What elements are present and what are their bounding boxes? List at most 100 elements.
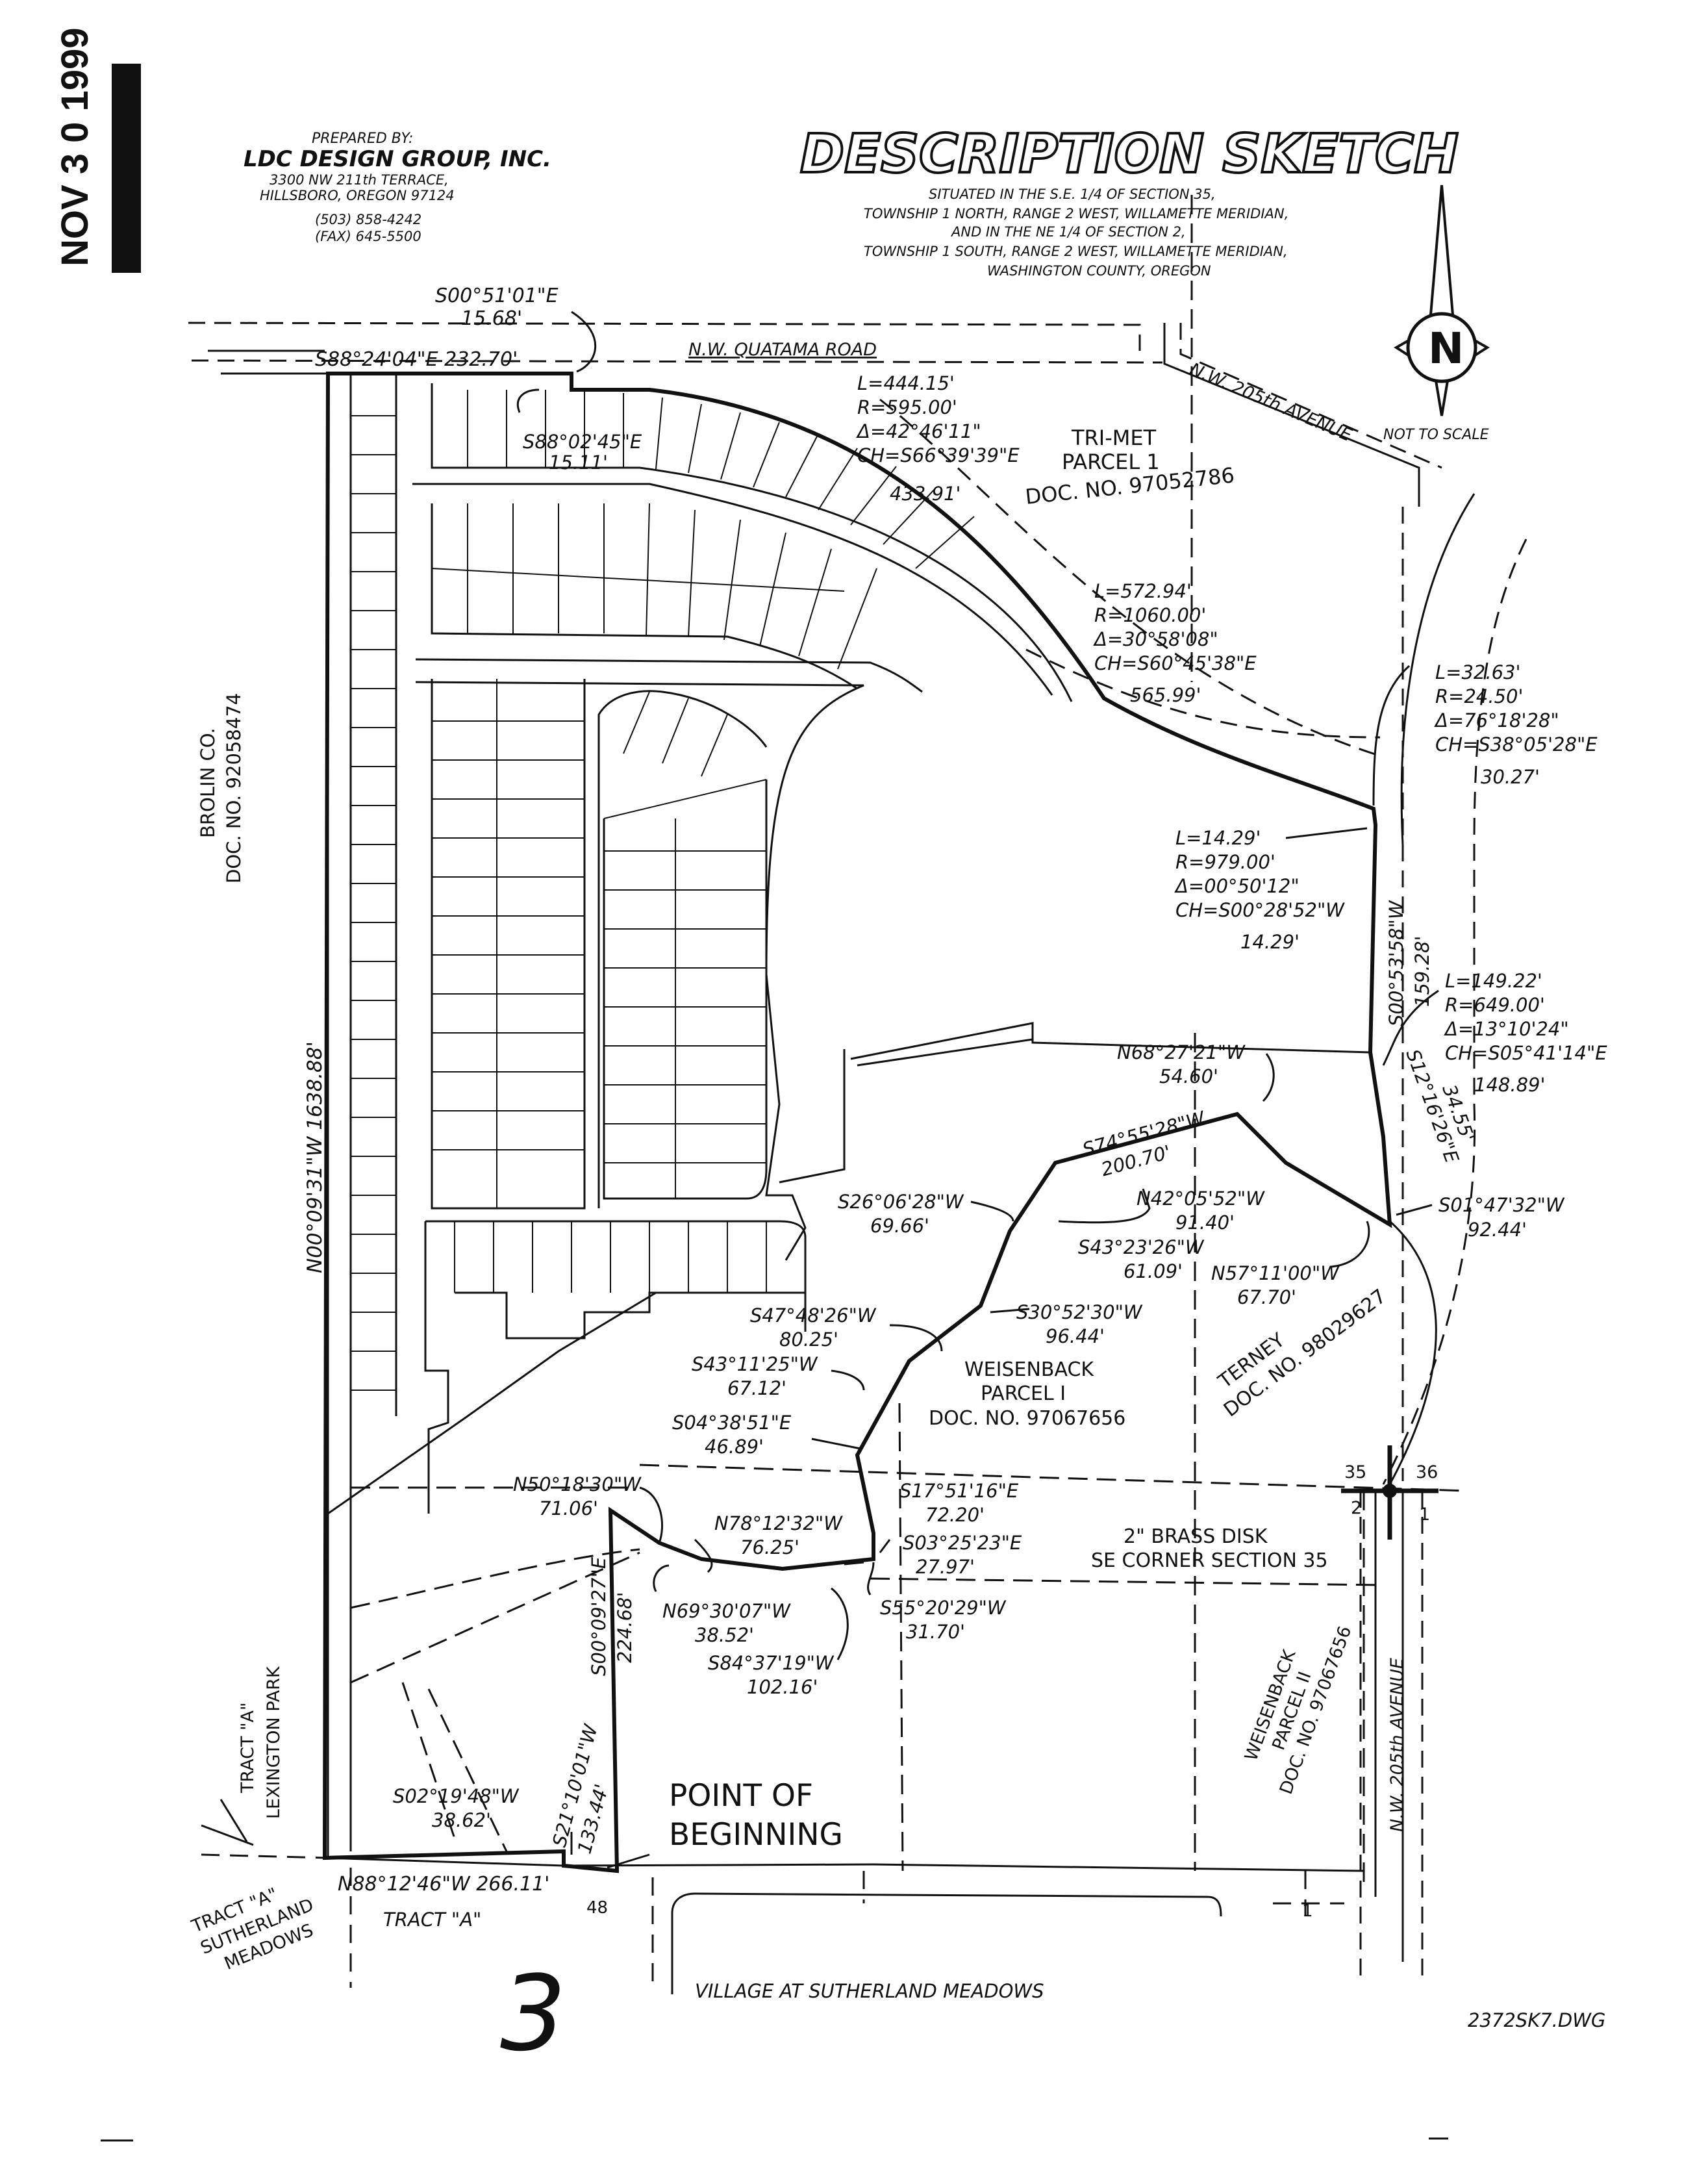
preparer-label: PREPARED BY: xyxy=(312,131,413,147)
section-line-ns xyxy=(870,1491,1381,1890)
svg-text:S17°51'16"E: S17°51'16"E xyxy=(899,1480,1019,1502)
north-arrow: N xyxy=(1394,184,1490,416)
section-line-interior xyxy=(898,195,1196,1872)
svg-text:102.16': 102.16' xyxy=(747,1676,818,1698)
terney-label: TERNEY DOC. NO. 98029627 xyxy=(1214,1285,1390,1422)
tract-a-lex-park: LEXINGTON PARK xyxy=(264,1666,284,1819)
svg-text:159.28': 159.28' xyxy=(1411,936,1433,1007)
svg-text:L=572.94': L=572.94' xyxy=(1094,580,1192,602)
svg-text:72.20': 72.20' xyxy=(925,1504,985,1526)
situated-line-5: WASHINGTON COUNTY, OREGON xyxy=(987,263,1211,279)
svg-text:30.27': 30.27' xyxy=(1481,766,1540,788)
svg-text:61.09': 61.09' xyxy=(1124,1260,1183,1282)
call-s043851: S04°38'51"E 46.89' xyxy=(672,1412,792,1458)
subject-property-boundary xyxy=(322,372,1392,1873)
sketch-title: DESCRIPTION SKETCH xyxy=(800,123,1459,185)
svg-text:Δ=00°50'12": Δ=00°50'12" xyxy=(1174,875,1300,897)
curve-2-data: L=572.94' R=1060.00' Δ=30°58'08" CH=S60°… xyxy=(1093,580,1257,706)
leader-arrows xyxy=(516,311,1439,1869)
call-s305230: S30°52'30"W 96.44' xyxy=(1016,1301,1143,1347)
call-n420552: N42°05'52"W 91.40' xyxy=(1137,1187,1265,1234)
svg-text:224.68': 224.68' xyxy=(614,1592,636,1663)
brolin-strip xyxy=(327,374,352,1858)
svg-text:S47°48'26"W: S47°48'26"W xyxy=(750,1304,877,1327)
svg-text:R=979.00': R=979.00' xyxy=(1175,851,1275,873)
svg-text:92.44': 92.44' xyxy=(1468,1219,1527,1241)
svg-text:80.25': 80.25' xyxy=(779,1328,838,1351)
stamp-date-text: NOV 3 0 1999 xyxy=(54,27,96,266)
trimet-parcel-label: TRI-MET PARCEL 1 DOC. NO. 97052786 xyxy=(1024,425,1236,509)
brass-disk-label: 2" BRASS DISK xyxy=(1124,1525,1268,1548)
village-outline xyxy=(671,1892,1222,1994)
subdivision-ring-1 xyxy=(431,383,1073,702)
call-s021948: S02°19'48"W 38.62' xyxy=(393,1785,520,1831)
subdivision-south xyxy=(424,1221,449,1514)
tract-a-west-line xyxy=(201,1853,329,1859)
svg-text:R=1060.00': R=1060.00' xyxy=(1094,604,1206,626)
svg-text:Δ=76°18'28": Δ=76°18'28" xyxy=(1434,709,1559,731)
call-s000927: S00°09'27"E 224.68' xyxy=(588,1556,636,1676)
svg-text:15.11': 15.11' xyxy=(549,451,608,474)
weisenback-south-dashed xyxy=(350,1548,640,1684)
svg-text:N78°12'32"W: N78°12'32"W xyxy=(714,1512,843,1534)
svg-text:R=24.50': R=24.50' xyxy=(1435,685,1523,707)
subdivision-block-d xyxy=(425,1220,807,1332)
section-corner-mark xyxy=(1341,1445,1438,1540)
svg-text:S00°53'58"W: S00°53'58"W xyxy=(1385,900,1407,1026)
svg-text:96.44': 96.44' xyxy=(1046,1325,1105,1347)
svg-text:38.52': 38.52' xyxy=(695,1624,754,1646)
tract-a-lex-name: TRACT "A" xyxy=(238,1703,258,1794)
west-dashed-diagonals xyxy=(351,1486,636,1852)
north-arrow-circle xyxy=(1406,312,1477,383)
situated-line-1: SITUATED IN THE S.E. 1/4 OF SECTION 35, xyxy=(929,186,1216,202)
call-s431125: S43°11'25"W 67.12' xyxy=(692,1353,818,1399)
call-s474826: S47°48'26"W 80.25' xyxy=(750,1304,877,1351)
preparer-address1: 3300 NW 211th TERRACE, xyxy=(270,172,449,188)
preparer-phone: (503) 858-4242 xyxy=(315,212,421,227)
svg-text:46.89': 46.89' xyxy=(705,1436,764,1458)
call-s032523: S03°25'23"E 27.97' xyxy=(903,1532,1022,1578)
call-n571100: N57°11'00"W 67.70' xyxy=(1211,1262,1340,1308)
call-n501830: N50°18'30"W 71.06' xyxy=(513,1473,642,1519)
subdivision-ring-2 xyxy=(412,483,1053,696)
tract-a-arrow xyxy=(201,1799,254,1846)
svg-text:565.99': 565.99' xyxy=(1130,684,1201,706)
ave205-east-curve xyxy=(1382,539,1527,1485)
svg-text:L=14.29': L=14.29' xyxy=(1175,827,1261,849)
call-s745528: S74°55'28"W 200.70' xyxy=(1080,1106,1208,1180)
call-n693007: N69°30'07"W 38.52' xyxy=(662,1600,791,1646)
ave205-top-west xyxy=(1163,323,1420,507)
svg-text:S03°25'23"E: S03°25'23"E xyxy=(903,1532,1022,1554)
subdivision-ring-3 xyxy=(431,503,858,690)
section-36-label: 36 xyxy=(1416,1462,1438,1482)
call-n881246: N88°12'46"W 266.11' xyxy=(338,1873,549,1896)
svg-text:31.70': 31.70' xyxy=(906,1621,965,1643)
svg-text:38.62': 38.62' xyxy=(432,1809,491,1831)
svg-text:Δ=42°46'11": Δ=42°46'11" xyxy=(856,420,981,442)
trimet-name: TRI-MET xyxy=(1071,425,1157,450)
ave205-inner-curve xyxy=(1388,1220,1437,1485)
section-line-ew xyxy=(639,1464,1468,1492)
weisenback1-doc: DOC. NO. 97067656 xyxy=(929,1407,1125,1430)
svg-text:N50°18'30"W: N50°18'30"W xyxy=(513,1473,642,1495)
subdivision-road-2 xyxy=(415,681,864,1261)
brolin-doc: DOC. NO. 92058474 xyxy=(223,693,245,883)
curve-4-data: L=14.29' R=979.00' Δ=00°50'12" CH=S00°28… xyxy=(1174,827,1345,953)
pob-line1: POINT OF xyxy=(669,1778,813,1814)
svg-text:CH=S05°41'14"E: CH=S05°41'14"E xyxy=(1445,1042,1607,1064)
call-s882404: S88°24'04"E 232.70' xyxy=(315,348,518,371)
weisenback1-name: WEISENBACK xyxy=(964,1358,1094,1381)
ave205-south-dashed xyxy=(1359,1491,1424,1981)
svg-text:S02°19'48"W: S02°19'48"W xyxy=(393,1785,520,1807)
svg-text:Δ=13°10'24": Δ=13°10'24" xyxy=(1444,1018,1569,1040)
north-arrow-letter: N xyxy=(1428,324,1464,374)
call-s175116: S17°51'16"E 72.20' xyxy=(899,1480,1019,1526)
svg-text:67.12': 67.12' xyxy=(727,1377,786,1399)
svg-text:S55°20'29"W: S55°20'29"W xyxy=(880,1597,1007,1619)
call-s880245: S88°02'45"E 15.11' xyxy=(523,431,642,474)
svg-text:S30°52'30"W: S30°52'30"W xyxy=(1016,1301,1143,1323)
subdivision-road-1 xyxy=(415,658,923,693)
svg-text:CH=S38°05'28"E: CH=S38°05'28"E xyxy=(1435,733,1598,755)
scan-artifacts xyxy=(101,2137,1448,2142)
quatama-road-south-line xyxy=(191,359,1163,364)
